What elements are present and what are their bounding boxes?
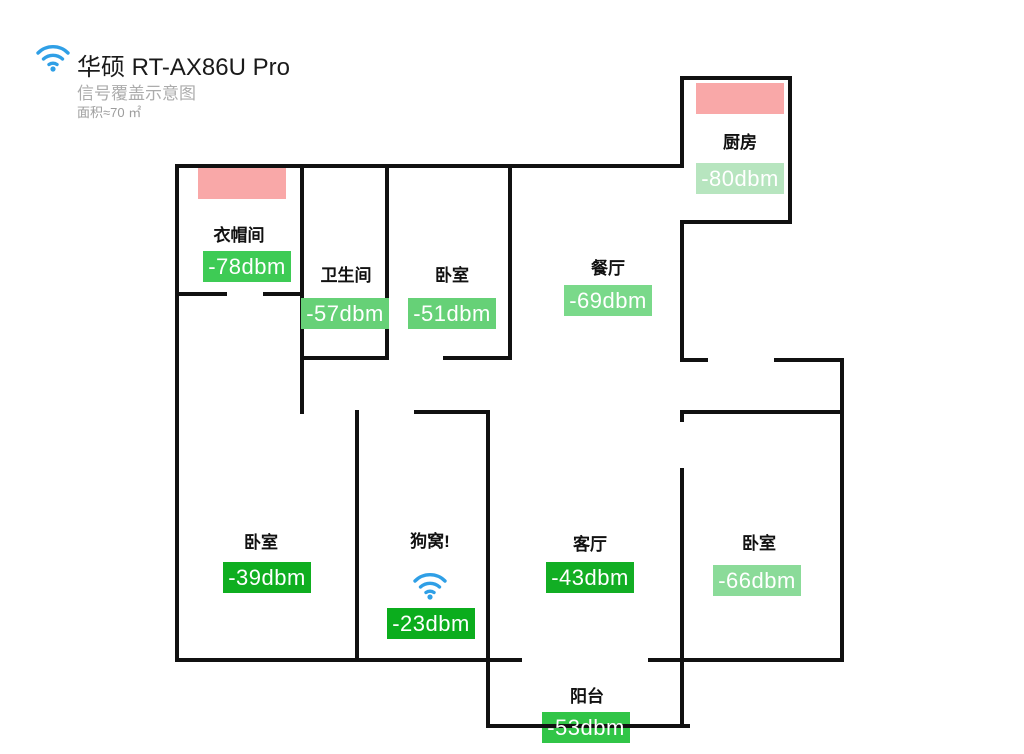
wall-segment — [175, 292, 227, 296]
wall-segment — [414, 410, 490, 414]
wall-segment — [680, 410, 844, 414]
signal-value: -39dbm — [228, 564, 306, 590]
signal-value: -78dbm — [208, 253, 286, 279]
signal-value: -43dbm — [551, 564, 629, 590]
wall-segment — [648, 658, 844, 662]
signal-badge-bedroom-left: -39dbm — [223, 562, 311, 593]
wall-segment — [385, 164, 389, 360]
room-label-bedroom-top: 卧室 — [435, 266, 469, 285]
signal-badge-cloakroom: -78dbm — [203, 251, 291, 282]
wall-segment — [774, 358, 844, 362]
wall-segment — [680, 76, 792, 80]
signal-value: -23dbm — [392, 610, 470, 636]
router-wifi-icon — [413, 573, 447, 600]
signal-value: -57dbm — [306, 300, 384, 326]
signal-value: -66dbm — [718, 567, 796, 593]
signal-badge-bedroom-right: -66dbm — [713, 565, 801, 596]
page-title: 华硕 RT-AX86U Pro — [77, 54, 290, 81]
signal-value: -51dbm — [413, 300, 491, 326]
wall-segment — [680, 220, 792, 224]
area-note: 面积≈70 ㎡ — [77, 105, 142, 120]
signal-badge-kitchen: -80dbm — [696, 163, 784, 194]
wall-segment — [680, 468, 684, 728]
room-label-bedroom-left: 卧室 — [244, 533, 278, 552]
window-marker-cloakroom — [198, 168, 286, 199]
wall-segment — [788, 76, 792, 224]
signal-value: -69dbm — [569, 287, 647, 313]
room-label-kitchen: 厨房 — [723, 133, 757, 152]
page-subtitle: 信号覆盖示意图 — [77, 84, 196, 103]
room-label-cloakroom: 衣帽间 — [213, 226, 265, 245]
window-marker-kitchen — [696, 83, 784, 114]
wall-segment — [300, 356, 389, 360]
signal-badge-dining: -69dbm — [564, 285, 652, 316]
wall-segment — [680, 410, 684, 422]
signal-badge-dog-house: -23dbm — [387, 608, 475, 639]
room-label-dining: 餐厅 — [591, 259, 625, 278]
wall-segment — [508, 164, 512, 360]
wall-segment — [263, 292, 304, 296]
signal-badge-living: -43dbm — [546, 562, 634, 593]
room-label-balcony: 阳台 — [570, 687, 604, 706]
wall-segment — [443, 356, 512, 360]
wall-segment — [175, 164, 684, 168]
wall-segment — [175, 658, 522, 662]
wall-segment — [355, 410, 359, 662]
signal-value: -53dbm — [547, 714, 625, 740]
signal-badge-balcony: -53dbm — [534, 712, 690, 743]
wall-segment — [840, 358, 844, 662]
wall-segment — [680, 358, 708, 362]
wall-segment — [486, 410, 490, 728]
wall-segment — [680, 220, 684, 362]
room-label-living: 客厅 — [573, 535, 607, 554]
wifi-icon — [36, 45, 70, 72]
room-label-dog-house: 狗窝! — [410, 532, 450, 551]
room-label-bedroom-right: 卧室 — [742, 534, 776, 553]
wall-segment — [175, 164, 179, 662]
wall-segment — [300, 164, 304, 414]
wall-segment — [680, 76, 684, 168]
room-label-bathroom: 卫生间 — [320, 266, 372, 285]
wall-through-badge — [534, 724, 690, 728]
signal-badge-bedroom-top: -51dbm — [408, 298, 496, 329]
signal-value: -80dbm — [701, 165, 779, 191]
signal-badge-bathroom: -57dbm — [301, 298, 389, 329]
